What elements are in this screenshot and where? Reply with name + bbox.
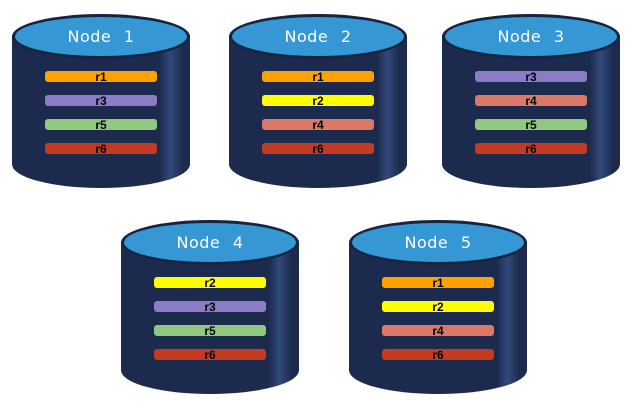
replica-bar: r4 [473, 93, 589, 108]
replica-list: r3 r4 r5 r6 [442, 69, 620, 156]
replica-bar: r2 [260, 93, 376, 108]
cylinder-body [12, 36, 190, 188]
node-cylinder-1: Node 1 r1 r3 r5 r6 [12, 10, 190, 190]
node-title: Node 4 [176, 233, 244, 252]
replica-bar: r2 [380, 299, 496, 314]
replica-bar: r3 [43, 93, 159, 108]
cylinder-top: Node 1 [12, 14, 190, 59]
cylinder-body [349, 242, 527, 394]
node-title: Node 2 [284, 27, 352, 46]
replica-bar: r6 [43, 141, 159, 156]
node-title: Node 1 [67, 27, 135, 46]
replica-bar: r6 [380, 347, 496, 362]
node-title: Node 5 [404, 233, 472, 252]
replica-bar: r4 [380, 323, 496, 338]
replica-bar: r6 [260, 141, 376, 156]
node-cylinder-5: Node 5 r1 r2 r4 r6 [349, 216, 527, 396]
replica-bar: r5 [152, 323, 268, 338]
node-cylinder-2: Node 2 r1 r2 r4 r6 [229, 10, 407, 190]
cylinder-top: Node 3 [442, 14, 620, 59]
cylinder-top: Node 5 [349, 220, 527, 265]
replica-list: r1 r2 r4 r6 [349, 275, 527, 362]
replica-bar: r6 [473, 141, 589, 156]
replica-bar: r4 [260, 117, 376, 132]
replica-bar: r5 [43, 117, 159, 132]
cylinder-body [442, 36, 620, 188]
node-title: Node 3 [497, 27, 565, 46]
cylinder-top: Node 2 [229, 14, 407, 59]
cylinder-body [229, 36, 407, 188]
replica-bar: r1 [43, 69, 159, 84]
cylinder-body [121, 242, 299, 394]
replica-bar: r1 [380, 275, 496, 290]
replica-bar: r1 [260, 69, 376, 84]
replica-list: r1 r2 r4 r6 [229, 69, 407, 156]
cylinder-top: Node 4 [121, 220, 299, 265]
replica-bar: r5 [473, 117, 589, 132]
node-cylinder-4: Node 4 r2 r3 r5 r6 [121, 216, 299, 396]
replica-list: r1 r3 r5 r6 [12, 69, 190, 156]
replica-bar: r3 [473, 69, 589, 84]
replica-bar: r3 [152, 299, 268, 314]
node-cylinder-3: Node 3 r3 r4 r5 r6 [442, 10, 620, 190]
replica-bar: r6 [152, 347, 268, 362]
replica-bar: r2 [152, 275, 268, 290]
replica-list: r2 r3 r5 r6 [121, 275, 299, 362]
